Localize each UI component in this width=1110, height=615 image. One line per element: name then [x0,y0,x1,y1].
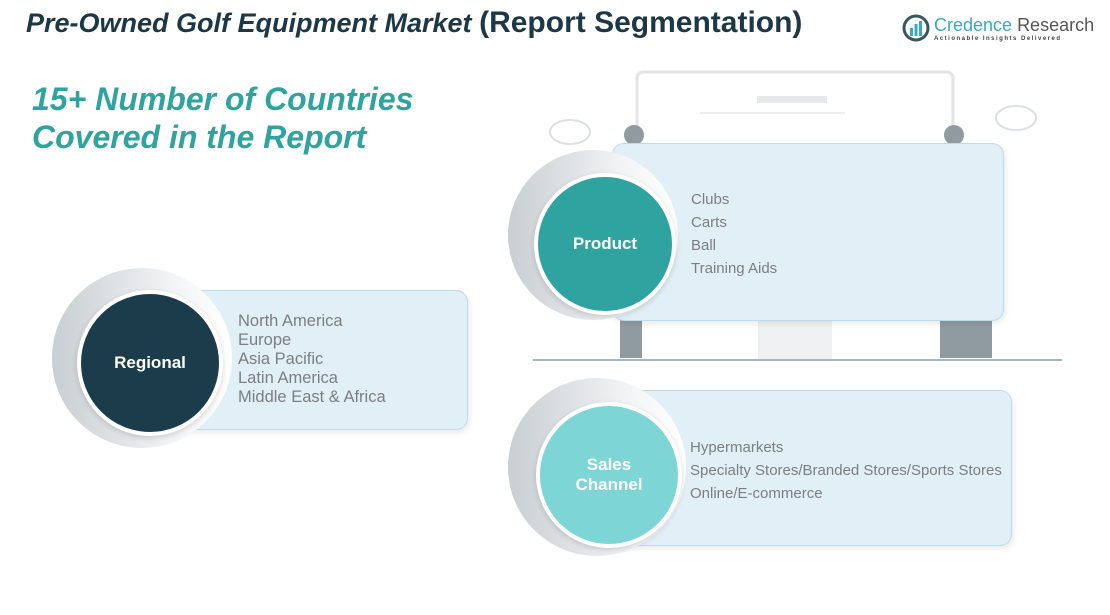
logo-name: Credence [934,14,1013,35]
subtitle-line1: 15+ Number of Countries [32,81,414,117]
logo-name-2: Research [1017,14,1095,35]
list-item: Carts [691,214,727,231]
product-label: Product [572,234,638,253]
list-item: Online/E-commerce [690,485,823,502]
product-circle: Product [534,173,676,315]
list-item: Clubs [691,191,730,208]
speech-bubble-icon [549,119,591,145]
list-item: Specialty Stores/Branded Stores/Sports S… [690,462,1002,479]
subtitle-line2: Covered in the Report [32,119,367,155]
sales-channel-items: Hypermarkets Specialty Stores/Branded St… [690,436,1002,505]
list-item: North America [238,312,343,330]
product-items: Clubs Carts Ball Training Aids [691,188,777,280]
page-title: Pre-Owned Golf Equipment Market (Report … [26,6,802,40]
logo-chart-icon [902,14,930,42]
title-main: Pre-Owned Golf Equipment Market [26,8,472,38]
list-item: Hypermarkets [690,439,784,456]
list-item: Ball [691,237,717,254]
list-item: Europe [238,331,292,349]
logo-tagline: Actionable Insights Delivered [934,35,1062,42]
regional-circle: Regional [77,290,223,436]
sales-label-1: Sales [586,455,632,474]
regional-items: North America Europe Asia Pacific Latin … [238,312,386,407]
list-item: Middle East & Africa [238,388,386,406]
sales-label-2: Channel [575,475,643,494]
regional-label: Regional [114,353,186,372]
list-item: Latin America [238,369,338,387]
list-item: Training Aids [691,260,778,277]
title-suffix: (Report Segmentation) [479,6,803,39]
list-item: Asia Pacific [238,350,324,368]
speech-bubble-icon [995,105,1037,131]
